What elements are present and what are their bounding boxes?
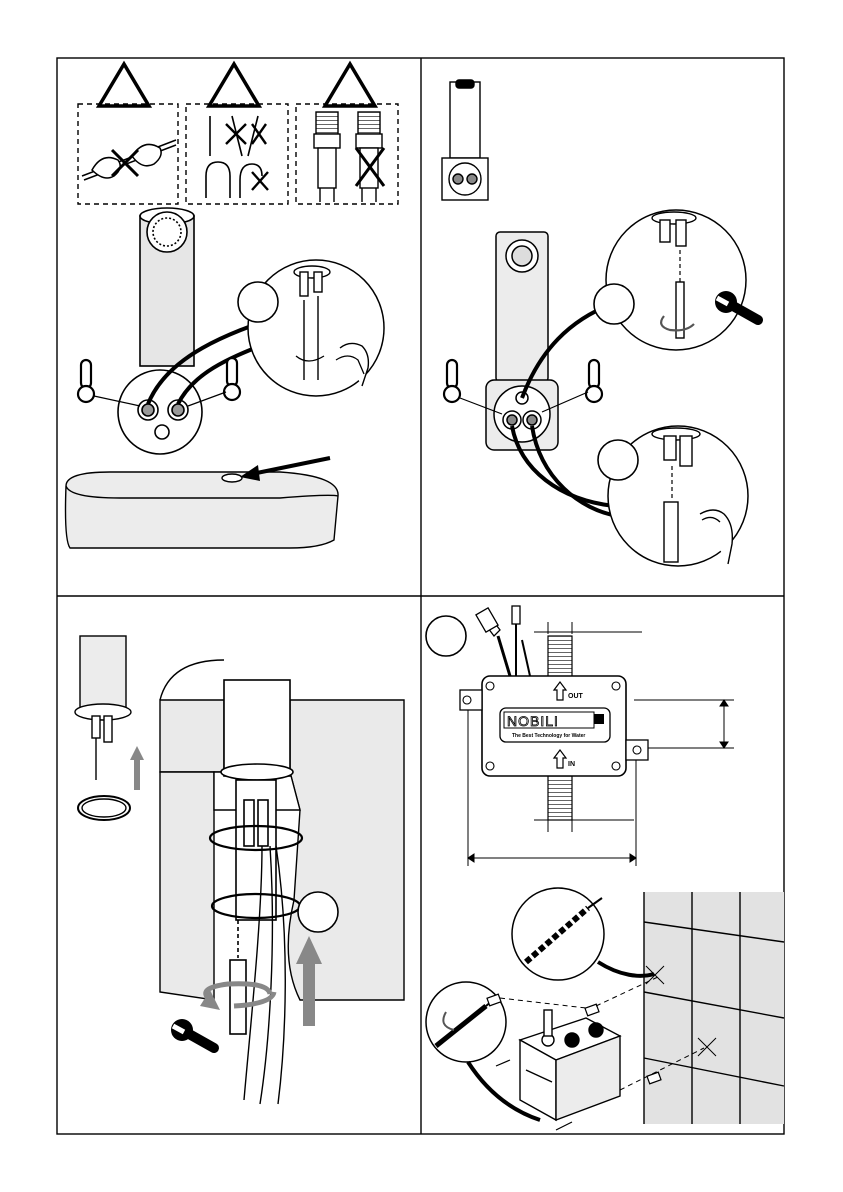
warning-triangle-icon <box>99 64 149 106</box>
washbasin <box>66 472 339 548</box>
faucet-column <box>210 680 302 1034</box>
thermometer-cold-icon <box>78 360 94 402</box>
hose-bend-illustration <box>206 116 268 198</box>
tile-wall <box>644 892 784 1124</box>
in-label: IN <box>568 761 575 768</box>
step-number-circle <box>598 440 638 480</box>
thermometer-hot-icon <box>224 358 240 400</box>
drill-bit-icon <box>512 888 604 980</box>
warning-box-hoses <box>186 104 288 204</box>
panel-bottom-right: OUT IN NOBILI The Best Technology for Wa… <box>426 606 784 1130</box>
panel-top-right <box>442 80 758 566</box>
outlet-thread <box>548 636 572 678</box>
control-box-isometric <box>520 1010 620 1120</box>
faucet-small <box>75 636 131 820</box>
warning-box-hands <box>78 104 178 204</box>
step-number-circle <box>298 892 338 932</box>
sensor-plug <box>476 606 530 676</box>
out-label: OUT <box>568 693 584 700</box>
brand-logo: NOBILI <box>507 713 559 729</box>
thermometer-hot-icon <box>586 360 602 402</box>
fittings-illustration <box>314 112 384 202</box>
thermometer-cold-icon <box>444 360 460 402</box>
detail-circle <box>248 260 384 396</box>
inlet-thread <box>548 770 572 820</box>
faucet-thumbnail <box>442 80 488 200</box>
screwdriver-detail <box>426 982 506 1062</box>
wall-plate <box>486 232 558 450</box>
warning-triangle-icon <box>209 64 259 106</box>
brand-tagline: The Best Technology for Water <box>512 733 585 739</box>
detail-circle-upper <box>606 210 746 350</box>
faucet-body <box>118 208 202 454</box>
warning-triangle-icon <box>325 64 375 106</box>
up-arrow <box>130 746 144 790</box>
panel-bottom-left <box>75 636 404 1104</box>
panel-top-left <box>66 64 399 548</box>
hands-twist-illustration <box>82 140 176 180</box>
warning-box-fittings <box>296 104 398 204</box>
step-number-circle <box>426 616 466 656</box>
step-number-circle <box>594 284 634 324</box>
step-number-circle <box>238 282 278 322</box>
spanner-icon <box>171 1019 214 1048</box>
